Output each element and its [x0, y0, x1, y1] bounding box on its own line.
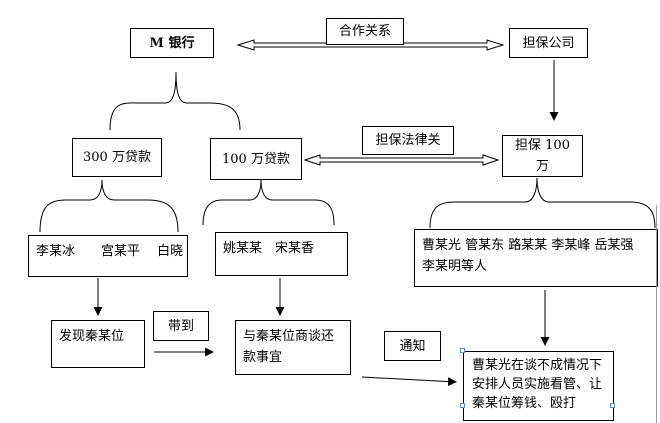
- selection-handle: [460, 403, 465, 408]
- node-guarantors: 曹某光 管某东 路某某 李某峰 岳某强 李某明等人: [414, 229, 658, 287]
- selection-handle: [610, 403, 615, 408]
- label-guarantee-law: 担保法律关: [362, 126, 454, 155]
- node-found-qin: 发现秦某位: [51, 320, 145, 368]
- node-m-bank: M 银行: [130, 28, 214, 58]
- node-borrowers-b: 姚某某 宋某香: [215, 232, 348, 276]
- selection-handle: [460, 348, 465, 353]
- node-borrowers-a: 李某冰 宫某平 白晓: [28, 235, 188, 277]
- brace-guarantee-100: [429, 177, 656, 229]
- brace-loan-300: [39, 179, 179, 233]
- node-negotiate: 与秦某位商谈还款事宜: [235, 320, 351, 375]
- arrow-notify: [361, 376, 457, 387]
- label-bring: 带到: [153, 311, 209, 341]
- cooperation-double-arrow: [236, 39, 505, 51]
- node-loan-300: 300 万贷款: [72, 138, 162, 177]
- label-cooperation: 合作关系: [326, 18, 404, 45]
- label-notify: 通知: [384, 331, 441, 361]
- node-guarantee-100: 担保 100 万: [502, 135, 583, 177]
- brace-m-bank: [109, 71, 241, 131]
- node-loan-100: 100 万贷款: [210, 138, 302, 180]
- brace-loan-100: [202, 179, 335, 226]
- node-detention: 曹某光在谈不成情况下安排人员实施看管、让秦某位筹钱、殴打: [463, 351, 614, 421]
- page-edge-line: [656, 205, 657, 423]
- guarantee-law-double-arrow: [303, 154, 500, 166]
- node-guarantee-company: 担保公司: [509, 28, 588, 58]
